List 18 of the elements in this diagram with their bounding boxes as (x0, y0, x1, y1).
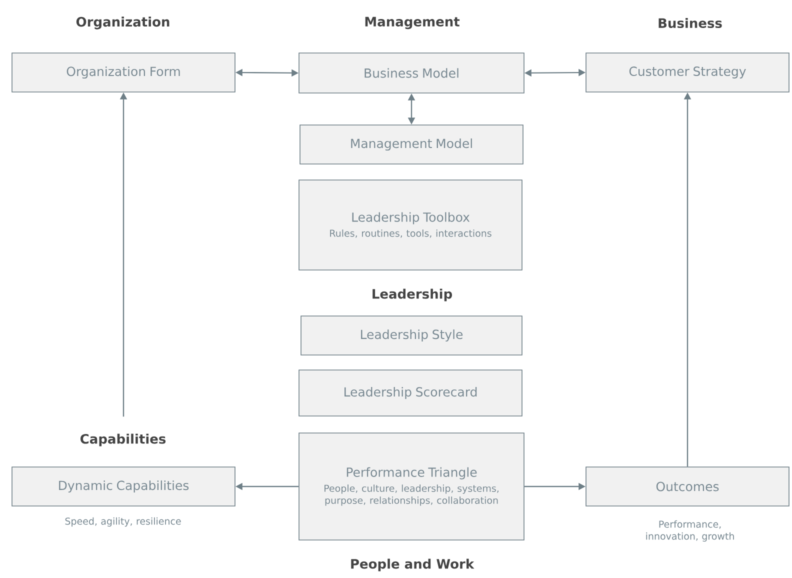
process-box: Outcomes (586, 466, 790, 506)
process-box: Leadership Toolbox Rules, routines, tools, interactions (298, 180, 522, 270)
process-box: Organization Form (12, 52, 236, 92)
section-heading: Organization (76, 16, 170, 30)
section-heading: Management (365, 16, 460, 30)
process-box: Dynamic Capabilities (12, 466, 236, 506)
caption-text: Speed, agility, resilience (65, 517, 181, 527)
process-box: Leadership Style (300, 316, 522, 356)
section-heading: Business (658, 18, 722, 28)
process-box: Performance Triangle People, culture, leadership, systems, purpose, relationships, collaboration (298, 432, 524, 540)
section-heading: People and Work (351, 558, 474, 572)
process-box: Business Model (298, 52, 524, 94)
section-heading: Capabilities (80, 434, 166, 446)
caption-text: Performance, innovation, growth (646, 520, 734, 542)
process-box: Customer Strategy (586, 52, 790, 92)
section-heading: Leadership (372, 288, 452, 302)
process-box: Leadership Scorecard (298, 370, 522, 416)
process-box: Management Model (300, 124, 524, 164)
